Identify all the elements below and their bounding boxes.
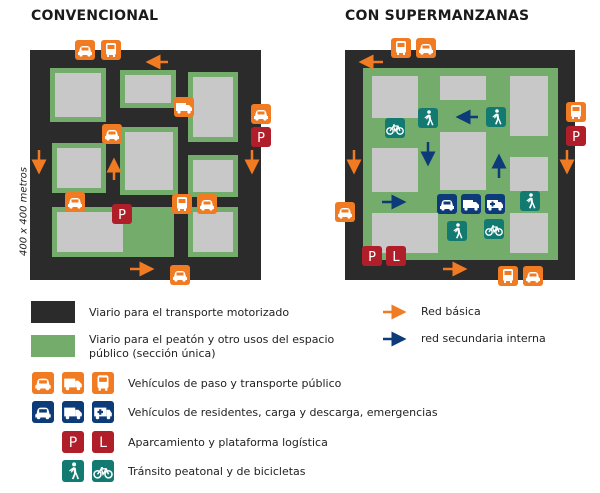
bicycle-icon: [385, 118, 405, 138]
block: [372, 213, 438, 253]
truck-icon: [461, 194, 481, 214]
car-icon: [102, 124, 122, 144]
truck-icon: [62, 372, 84, 394]
ambulance-icon: [92, 401, 114, 423]
block: [510, 76, 548, 136]
car-icon: [197, 194, 217, 214]
block: [372, 76, 418, 118]
bus-icon: [566, 102, 586, 122]
svg-text:P: P: [69, 435, 77, 451]
legend-basic-network: Red básica: [421, 305, 481, 318]
pedestrian-icon: [486, 107, 506, 127]
legend-resident-vehicles: Vehículos de residentes, carga y descarg…: [128, 406, 438, 419]
svg-text:P: P: [257, 131, 265, 146]
svg-text:P: P: [368, 250, 376, 265]
legend-pedestrian-space: Viario para el peatón y otro usos del es…: [89, 333, 335, 360]
legend-secondary-network: red secundaria interna: [421, 332, 546, 345]
parking-icon: P: [566, 126, 586, 146]
truck-icon: [62, 401, 84, 423]
legend-pedestrian-swatch: [31, 335, 75, 357]
svg-text:P: P: [572, 130, 580, 145]
pedestrian-icon: [447, 221, 467, 241]
car-icon: [170, 265, 190, 285]
parking-icon: P: [62, 431, 84, 453]
legend-pedestrian-bicycle: Tránsito peatonal y de bicicletas: [128, 465, 306, 478]
bus-icon: [92, 372, 114, 394]
legend-parking-logistics: Aparcamiento y plataforma logística: [128, 436, 328, 449]
logistics-icon: L: [386, 246, 406, 266]
block: [440, 132, 486, 190]
legend-road-swatch: [31, 301, 75, 323]
car-icon: [251, 104, 271, 124]
bus-icon: [498, 266, 518, 286]
car-icon: [523, 266, 543, 286]
block: [372, 148, 418, 192]
block: [510, 157, 548, 191]
parking-icon: P: [112, 204, 132, 224]
ambulance-icon: [485, 194, 505, 214]
block: [510, 213, 548, 253]
bus-icon: [172, 194, 192, 214]
bicycle-icon: [484, 219, 504, 239]
superblock-map: P P L: [335, 38, 586, 286]
legend-through-vehicles: Vehículos de paso y transporte público: [128, 377, 342, 390]
car-icon: [32, 401, 54, 423]
pedestrian-icon: [62, 460, 84, 482]
svg-text:P: P: [118, 208, 126, 223]
car-icon: [75, 40, 95, 60]
parking-icon: P: [251, 127, 271, 147]
svg-text:L: L: [392, 250, 400, 265]
car-icon: [335, 202, 355, 222]
truck-icon: [174, 97, 194, 117]
pedestrian-icon: [418, 108, 438, 128]
svg-text:L: L: [99, 435, 107, 451]
conventional-map: P P: [30, 40, 271, 285]
bus-icon: [101, 40, 121, 60]
block: [440, 76, 486, 100]
car-icon: [437, 194, 457, 214]
car-icon: [416, 38, 436, 58]
car-icon: [32, 372, 54, 394]
title-superblocks: CON SUPERMANZANAS: [345, 8, 530, 24]
parking-icon: P: [362, 246, 382, 266]
pedestrian-icon: [520, 191, 540, 211]
car-icon: [65, 192, 85, 212]
bus-icon: [391, 38, 411, 58]
bicycle-icon: [92, 460, 114, 482]
title-conventional: CONVENCIONAL: [31, 8, 159, 24]
logistics-icon: L: [92, 431, 114, 453]
legend-motorized-road: Viario para el transporte motorizado: [89, 306, 290, 319]
